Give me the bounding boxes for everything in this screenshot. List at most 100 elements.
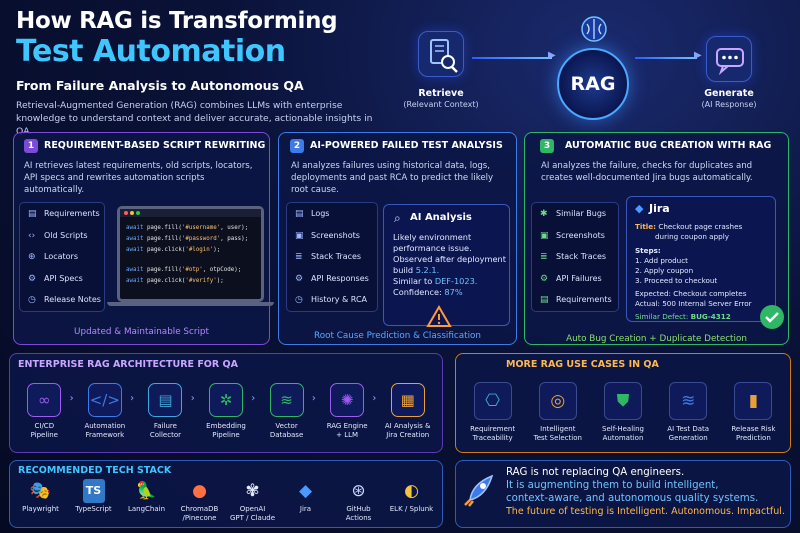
rag-node: RAG: [557, 16, 629, 120]
card-caption: Auto Bug Creation + Duplicate Detection: [566, 334, 747, 344]
code-icon: </>: [87, 383, 122, 417]
chevron-right-icon: ›: [69, 393, 74, 404]
list-item: ⚙API Failures: [540, 273, 602, 284]
section-title: MORE RAG USE CASES IN QA: [506, 359, 659, 370]
brain-icon: ✺: [330, 383, 365, 417]
ai-analysis-text: Likely environment performance issue. Ob…: [393, 232, 506, 297]
openai-icon: ✾: [245, 481, 260, 501]
chevron-right-icon: ›: [372, 393, 377, 404]
chevron-right-icon: ›: [311, 393, 316, 404]
code-block: await page.fill('#username', user); awai…: [126, 223, 248, 287]
jira-ticket-body: Title: Checkout page crashes during coup…: [635, 222, 752, 321]
code-line: await page.fill('#username', user);: [126, 225, 249, 231]
chromadb-icon: ●: [192, 481, 207, 501]
card-number-badge: 3: [540, 139, 554, 153]
subtitle: From Failure Analysis to Autonomous QA: [16, 78, 304, 93]
card-caption: Root Cause Prediction & Classification: [314, 331, 481, 341]
list-item: ≣Stack Traces: [540, 252, 607, 262]
retrieve-node: [418, 31, 464, 77]
list-item: ▤Logs: [295, 209, 330, 219]
architecture-step-label: AI Analysis &Jira Creation: [384, 422, 431, 439]
card-title: AUTOMATIIC BUG CREATION WITH RAG: [565, 140, 772, 151]
title-line-2: Test Automation: [16, 34, 286, 69]
network-icon: ✲: [209, 383, 243, 417]
infinity-icon: ∞: [27, 383, 62, 417]
jira-icon: ◆: [298, 481, 313, 501]
title-line-1: How RAG is Transforming: [16, 8, 338, 34]
rag-label: RAG: [570, 73, 616, 95]
target-icon: ◎: [538, 382, 577, 420]
list-item: ≣Stack Traces: [295, 252, 362, 262]
card-title: AI-POWERED FAILED TEST ANALYSIS: [310, 140, 503, 151]
layers-icon: ≣: [540, 252, 548, 262]
rag-to-generate-arrow: [635, 57, 697, 59]
target-icon: ⊕: [28, 252, 36, 262]
tech-label: Playwright: [22, 505, 59, 513]
database-icon: ≋: [269, 383, 304, 417]
architecture-step-label: RAG Engine+ LLM: [326, 422, 368, 439]
list-item: ‹›Old Scripts: [28, 230, 88, 241]
list-item: ◷History & RCA: [295, 295, 368, 305]
api-icon: ⚙: [295, 273, 304, 284]
card-number-badge: 2: [290, 139, 304, 153]
github-icon: ⊛: [351, 481, 366, 501]
chat-bubble-icon: [716, 48, 744, 76]
document-icon: ▤: [540, 295, 549, 305]
card-description: AI analyzes the failure, checks for dupl…: [541, 161, 753, 183]
tech-label: ChromaDB/Pinecone: [180, 505, 219, 522]
intro-description: Retrieval-Augmented Generation (RAG) com…: [16, 100, 373, 137]
list-item: ⚙API Specs: [28, 273, 83, 284]
check-circle-icon: [760, 305, 784, 329]
document-icon: ▤: [148, 383, 183, 417]
layers-icon: ≣: [295, 252, 303, 262]
retrieve-to-rag-arrow: [472, 57, 552, 59]
database-icon: ≋: [669, 382, 708, 420]
card-title: REQUIREMENT-BASED SCRIPT REWRITING: [44, 140, 266, 151]
arrow-head-icon: ▶: [548, 50, 556, 61]
laptop-code-editor: await page.fill('#username', user); awai…: [117, 206, 264, 302]
document-search-icon: [430, 39, 458, 73]
image-icon: ▣: [540, 230, 549, 241]
image-icon: ▣: [295, 230, 304, 241]
clock-icon: ◷: [28, 295, 36, 305]
ai-analysis-title: AI Analysis: [410, 212, 472, 223]
tech-label: Jira: [299, 505, 312, 513]
retrieve-label: Retrieve: [418, 88, 464, 99]
jira-name: Jira: [649, 202, 670, 215]
maximize-dot-icon: [136, 211, 140, 215]
code-line: await page.click('#login');: [126, 247, 221, 253]
brain-icon: [581, 16, 607, 42]
card-caption: Updated & Maintainable Script: [74, 327, 209, 337]
code-line: await page.click('#verify');: [126, 278, 224, 284]
editor-titlebar: [120, 209, 261, 217]
document-icon: ▤: [295, 209, 304, 219]
closing-quote: RAG is not replacing QA engineers. It is…: [506, 467, 785, 517]
retrieve-sublabel: (Relevant Context): [403, 100, 479, 109]
generate-sublabel: (AI Response): [701, 100, 757, 109]
chevron-right-icon: ›: [130, 393, 135, 404]
card-description: AI retrieves latest requirements, old sc…: [24, 161, 253, 195]
bar-chart-icon: ▮: [734, 382, 773, 420]
elk-icon: ◐: [404, 481, 419, 501]
history-icon: ◷: [295, 295, 303, 305]
source-list: ▤Logs ▣Screenshots ≣Stack Traces ⚙API Re…: [286, 202, 378, 312]
clipboard-icon: ▦: [390, 383, 425, 417]
generate-node: [706, 36, 752, 82]
card-description: AI analyzes failures using historical da…: [291, 161, 494, 195]
code-line: await page.fill('#password', pass);: [126, 236, 249, 242]
warning-icon: [426, 305, 452, 327]
jira-logo-icon: ◆: [635, 202, 644, 215]
list-item: ▣Screenshots: [540, 230, 605, 241]
tech-label: TypeScript: [75, 505, 112, 513]
source-list: ▤Requirements ‹›Old Scripts ⊕Locators ⚙A…: [19, 202, 105, 312]
ai-analysis-panel: ⌕ AI Analysis Likely environment perform…: [383, 204, 510, 327]
